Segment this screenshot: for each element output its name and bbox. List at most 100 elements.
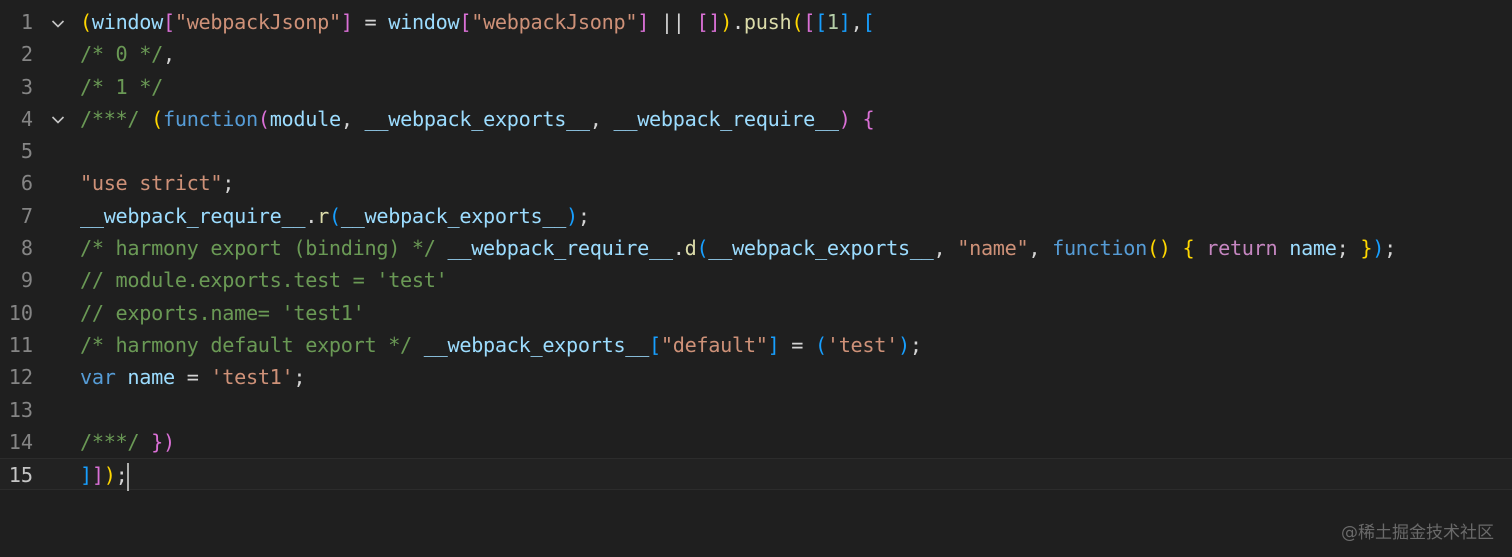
code-token: [: [649, 332, 661, 357]
code-token: ,: [340, 106, 365, 131]
code-token: // module.exports.test = 'test': [80, 268, 448, 293]
code-token: [139, 107, 151, 131]
code-token: ;: [293, 365, 306, 390]
code-text: ]]);: [80, 459, 130, 491]
code-token: return: [1206, 236, 1278, 261]
code-text: /* harmony default export */ __webpack_e…: [80, 329, 922, 361]
code-token: push: [743, 10, 792, 34]
code-token: [412, 333, 424, 357]
code-token: [: [815, 10, 827, 34]
line-number: 4: [20, 106, 33, 131]
code-line[interactable]: 9 // module.exports.test = 'test': [0, 264, 1512, 296]
line-number: 2: [20, 42, 33, 67]
code-line[interactable]: 5: [0, 135, 1512, 167]
code-token: d: [684, 236, 697, 261]
code-text: /***/ }): [80, 426, 175, 458]
chevron-down-icon[interactable]: [49, 6, 67, 38]
code-token: .: [732, 10, 744, 34]
code-line[interactable]: 8/* harmony export (binding) */ __webpac…: [0, 232, 1512, 264]
code-token: ]: [340, 10, 353, 34]
code-text: // exports.name= 'test1': [80, 297, 365, 329]
code-text: /***/ (function(module, __webpack_export…: [80, 103, 875, 135]
code-token: [116, 365, 128, 389]
code-token: ,: [850, 10, 863, 34]
code-token: module: [269, 106, 341, 131]
code-token: [: [862, 10, 875, 34]
code-line[interactable]: 14/***/ }): [0, 426, 1512, 458]
code-token: ;: [1384, 236, 1396, 261]
code-token: }): [151, 429, 175, 454]
code-token: ): [1372, 236, 1385, 261]
code-token: window: [91, 10, 163, 34]
code-token: ]: [838, 10, 851, 34]
code-token: [: [459, 10, 472, 34]
code-token: "use strict": [80, 171, 223, 196]
line-number: 11: [8, 332, 33, 357]
code-token: r: [317, 203, 329, 228]
code-token: }: [1360, 236, 1373, 261]
code-token: ;: [577, 203, 590, 228]
code-editor[interactable]: 1(window["webpackJsonp"] = window["webpa…: [0, 6, 1512, 491]
code-token: {: [1182, 236, 1195, 261]
code-token: /* 1 */: [80, 74, 163, 99]
code-text: "use strict";: [80, 167, 234, 199]
code-token: "default": [660, 332, 768, 357]
code-token: /* harmony export (binding) */: [80, 236, 436, 261]
chevron-down-icon[interactable]: [49, 103, 67, 135]
code-token: (): [1146, 236, 1171, 261]
code-token: __webpack_require__: [80, 203, 306, 228]
code-token: .: [305, 203, 318, 228]
code-text: /* 1 */: [80, 71, 163, 103]
code-token: __webpack_exports__: [364, 106, 591, 131]
code-token: ]: [80, 463, 92, 488]
code-token: ): [566, 203, 578, 228]
line-number: 5: [20, 139, 33, 164]
code-token: =: [174, 365, 211, 390]
code-token: /* harmony default export */: [80, 332, 412, 357]
code-token: .: [672, 236, 685, 261]
code-token: __webpack_exports__: [423, 332, 650, 357]
code-token: __webpack_exports__: [708, 236, 934, 261]
code-line[interactable]: 15]]);: [0, 458, 1512, 491]
code-token: 'test1': [210, 365, 294, 390]
code-token: "name": [957, 236, 1029, 261]
code-token: // exports.name= 'test1': [80, 300, 365, 325]
code-token: (: [328, 203, 341, 228]
code-line[interactable]: 7 __webpack_require__.r(__webpack_exports…: [0, 200, 1512, 232]
code-token: window: [388, 10, 460, 34]
line-number: 6: [20, 171, 33, 196]
code-line[interactable]: 3/* 1 */: [0, 71, 1512, 103]
line-number: 1: [20, 10, 33, 34]
code-token: ]: [91, 463, 104, 488]
code-token: (: [696, 236, 709, 261]
code-token: ;: [1336, 236, 1361, 261]
code-token: __webpack_exports__: [340, 203, 567, 228]
code-line[interactable]: 2/* 0 */,: [0, 38, 1512, 70]
code-text: // module.exports.test = 'test': [80, 264, 448, 296]
code-text: (window["webpackJsonp"] = window["webpac…: [80, 6, 875, 38]
code-token: __webpack_require__: [613, 106, 840, 131]
code-token: (: [814, 332, 827, 357]
code-token: (: [791, 10, 804, 34]
code-token: "webpackJsonp": [471, 10, 638, 34]
line-number: 9: [20, 268, 33, 293]
code-token: [139, 430, 151, 454]
code-line[interactable]: 11 /* harmony default export */ __webpack…: [0, 329, 1512, 361]
code-line[interactable]: 13: [0, 394, 1512, 426]
code-token: {: [862, 106, 875, 131]
line-number: 7: [20, 203, 33, 228]
code-token: ]: [767, 332, 780, 357]
code-line[interactable]: 4 /***/ (function(module, __webpack_expor…: [0, 103, 1512, 135]
code-token: ): [897, 332, 910, 357]
code-line[interactable]: 10// exports.name= 'test1': [0, 297, 1512, 329]
code-token: name: [127, 365, 175, 390]
watermark: @稀土掘金技术社区: [1341, 523, 1494, 543]
code-token: ;: [115, 463, 128, 488]
code-line[interactable]: 1(window["webpackJsonp"] = window["webpa…: [0, 6, 1512, 38]
code-token: ,: [1028, 236, 1053, 261]
code-token: ;: [909, 332, 922, 357]
code-line[interactable]: 6 "use strict";: [0, 167, 1512, 199]
code-token: []: [696, 10, 721, 34]
code-token: ,: [933, 236, 958, 261]
